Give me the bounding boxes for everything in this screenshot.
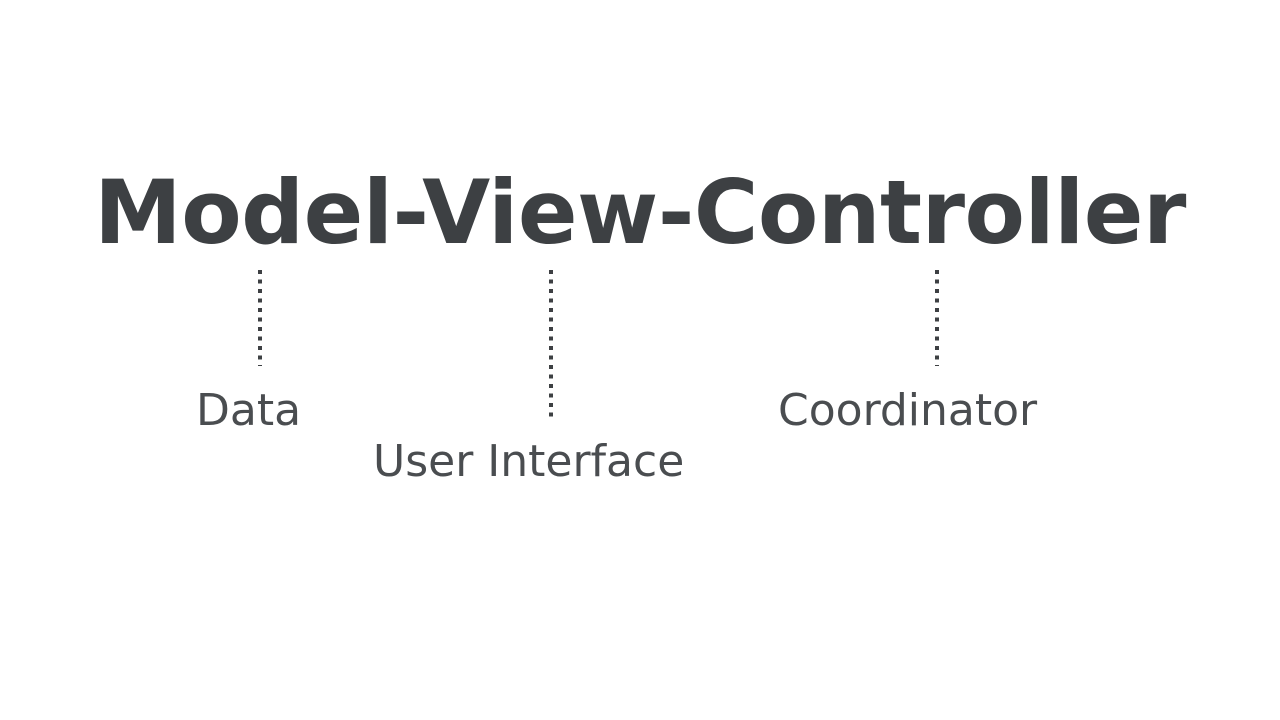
- connector-line-controller: [935, 270, 939, 366]
- connector-line-view: [549, 270, 553, 418]
- page-title: Model-View-Controller: [94, 161, 1186, 264]
- label-model-data: Data: [196, 385, 302, 436]
- label-controller-coordinator: Coordinator: [778, 385, 1038, 436]
- label-view-user-interface: User Interface: [373, 436, 685, 487]
- connector-line-model: [258, 270, 262, 366]
